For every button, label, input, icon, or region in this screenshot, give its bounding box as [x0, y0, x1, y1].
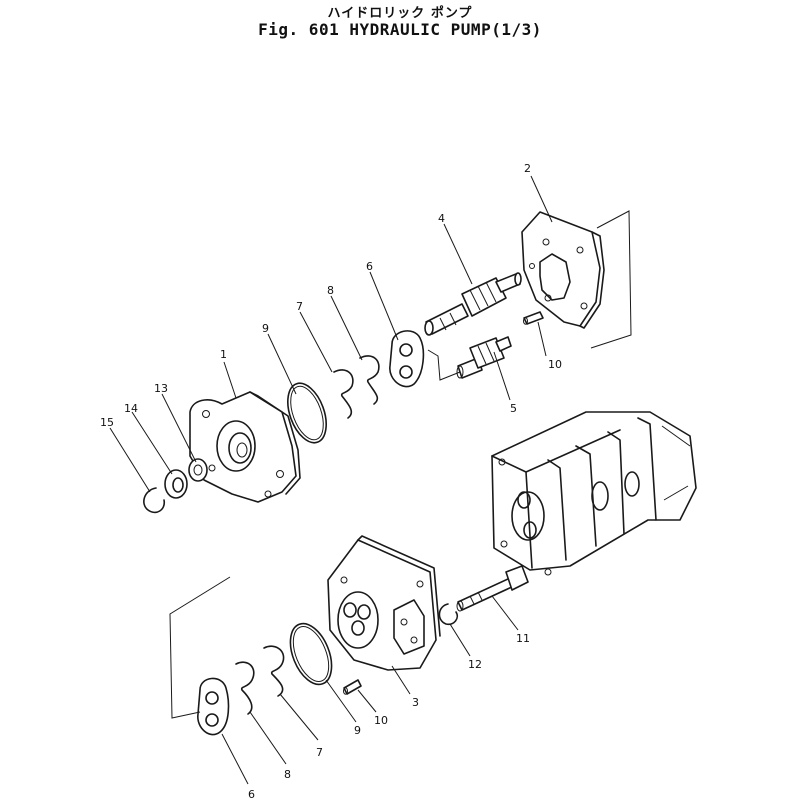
bracket-line-upper [590, 210, 632, 349]
part-9-o-ring-lower [289, 622, 333, 686]
part-11-bolt [456, 565, 529, 612]
part-10-dowel-pin-upper [523, 311, 544, 325]
bracket-line-gears [427, 349, 461, 381]
part-1-front-housing [189, 391, 301, 503]
callout-10-lower: 10 [374, 714, 388, 727]
callout-9-lower: 9 [354, 724, 361, 737]
figure-title-japanese: ハイドロリック ポンプ [327, 6, 473, 21]
callout-11: 11 [516, 632, 530, 645]
part-8-backup-ring-lower [235, 661, 255, 715]
part-12-washer [438, 603, 459, 626]
callout-8-upper: 8 [327, 284, 334, 297]
part-9-o-ring-upper [287, 382, 327, 444]
part-10-dowel-pin-lower [343, 679, 362, 695]
callout-2: 2 [524, 162, 531, 175]
callout-6-lower: 6 [248, 788, 255, 800]
callout-8-lower: 8 [284, 768, 291, 781]
callout-13: 13 [154, 382, 168, 395]
callout-3: 3 [412, 696, 419, 709]
figure-title-english: Fig. 601 HYDRAULIC PUMP(1/3) [258, 20, 542, 39]
part-4-drive-gear-shaft [424, 272, 522, 336]
callout-14: 14 [124, 402, 138, 415]
part-7-seal-ring-upper [333, 369, 354, 419]
callout-6-upper: 6 [366, 260, 373, 273]
part-13-washer [188, 458, 208, 482]
part-7-seal-ring-lower [263, 645, 285, 697]
callout-10-upper: 10 [548, 358, 562, 371]
callout-12: 12 [468, 658, 482, 671]
figure-title-block: ハイドロリック ポンプ Fig. 601 HYDRAULIC PUMP(1/3) [0, 0, 800, 39]
callout-7-upper: 7 [296, 300, 303, 313]
assembled-pump [491, 411, 697, 576]
part-14-oil-seal [164, 469, 188, 499]
callout-4: 4 [438, 212, 445, 225]
leader-lines [109, 175, 553, 785]
callout-5: 5 [510, 402, 517, 415]
part-15-snap-ring [143, 487, 166, 514]
part-6-side-plate-upper [389, 330, 425, 388]
part-6-side-plate-lower [197, 677, 230, 736]
part-8-backup-ring-upper [359, 355, 380, 405]
part-3-housing-block [327, 535, 441, 671]
callout-9-upper: 9 [262, 322, 269, 335]
callout-7-lower: 7 [316, 746, 323, 759]
callout-numbers: 1 2 3 4 5 6 6 7 7 8 8 9 9 10 10 11 12 13… [100, 162, 562, 800]
callout-15: 15 [100, 416, 114, 429]
part-5-driven-gear [456, 336, 512, 379]
bracket-line-lower [169, 576, 231, 719]
callout-1: 1 [220, 348, 227, 361]
part-2-cover-plate [521, 211, 605, 329]
